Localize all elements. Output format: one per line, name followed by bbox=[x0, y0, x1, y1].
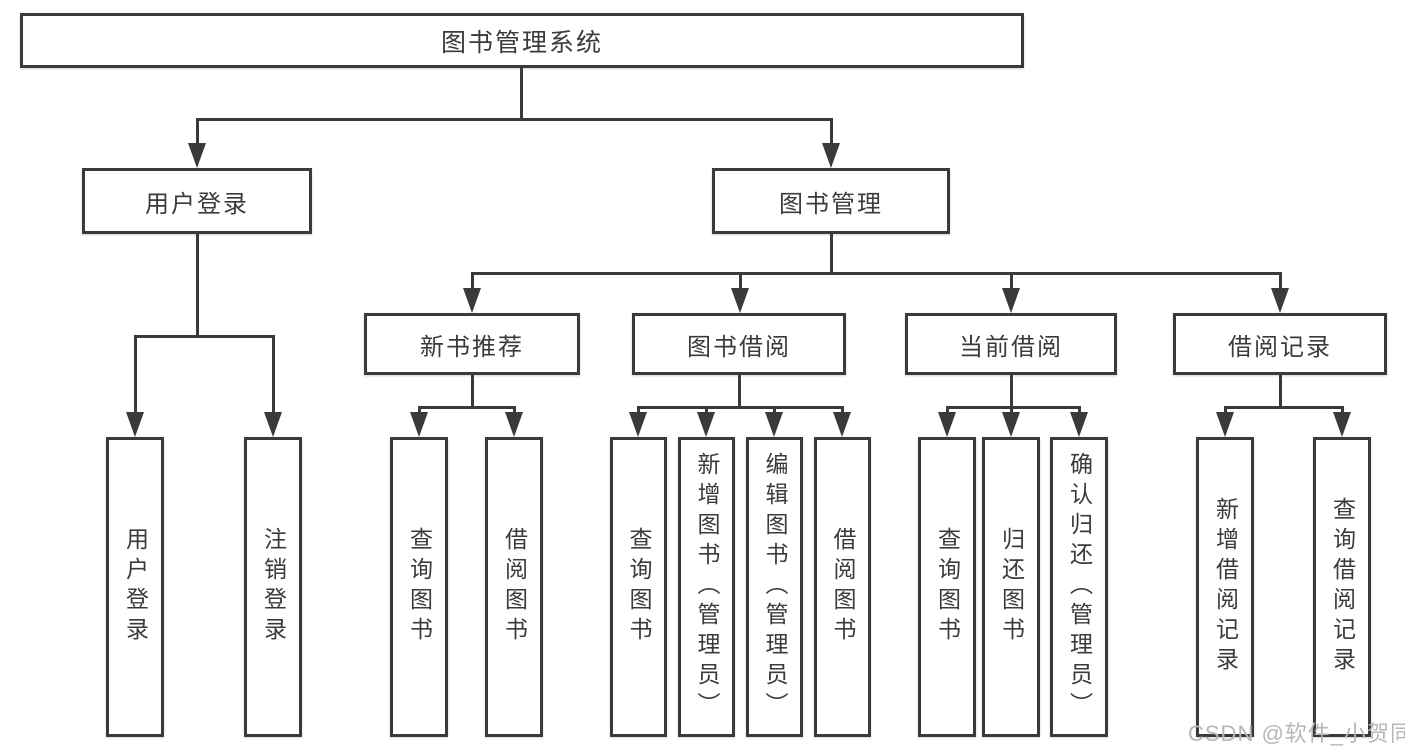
leaf-borrow-edit-books-admin-label: 编辑图书（管理员） bbox=[762, 452, 788, 722]
connector-line bbox=[1078, 406, 1081, 416]
arrowhead-down bbox=[1333, 412, 1351, 437]
leaf-recommend-query-books: 查询图书 bbox=[390, 437, 448, 737]
arrowhead-down bbox=[765, 412, 783, 437]
connector-line bbox=[418, 406, 515, 409]
arrowhead-down bbox=[822, 143, 840, 168]
arrowhead-down bbox=[505, 412, 523, 437]
node-new-book-recommendation: 新书推荐 bbox=[364, 313, 580, 375]
connector-line bbox=[705, 406, 708, 416]
leaf-current-confirm-return-admin: 确认归还（管理员） bbox=[1050, 437, 1108, 737]
connector-line bbox=[1010, 406, 1013, 416]
leaf-logout-login: 注销登录 bbox=[244, 437, 302, 737]
node-root: 图书管理系统 bbox=[20, 13, 1024, 68]
leaf-current-confirm-return-admin-label: 确认归还（管理员） bbox=[1066, 452, 1093, 722]
leaf-logout-login-label: 注销登录 bbox=[260, 527, 287, 647]
connector-line bbox=[830, 118, 833, 146]
connector-line bbox=[272, 335, 275, 415]
arrowhead-down bbox=[410, 412, 428, 437]
connector-line bbox=[841, 406, 844, 416]
leaf-recommend-borrow-books: 借阅图书 bbox=[485, 437, 543, 737]
connector-line bbox=[738, 375, 741, 408]
connector-line bbox=[1279, 375, 1282, 408]
leaf-borrow-borrow-books-label: 借阅图书 bbox=[830, 527, 856, 647]
connector-line bbox=[196, 118, 833, 121]
leaf-borrow-add-books-admin: 新增图书（管理员） bbox=[678, 437, 735, 737]
arrowhead-down bbox=[1070, 412, 1088, 437]
node-borrowing-records: 借阅记录 bbox=[1173, 313, 1387, 375]
arrowhead-down bbox=[1216, 412, 1234, 437]
arrowhead-down bbox=[463, 288, 481, 313]
connector-line bbox=[946, 406, 1080, 409]
connector-line bbox=[1279, 272, 1282, 292]
connector-line bbox=[196, 118, 199, 146]
connector-line bbox=[637, 406, 844, 409]
leaf-records-query-record: 查询借阅记录 bbox=[1313, 437, 1371, 737]
connector-line bbox=[1224, 406, 1343, 409]
node-new-book-recommendation-label: 新书推荐 bbox=[420, 333, 524, 361]
arrowhead-down bbox=[697, 412, 715, 437]
leaf-records-add-record: 新增借阅记录 bbox=[1196, 437, 1254, 737]
connector-line bbox=[134, 335, 274, 338]
arrowhead-down bbox=[629, 412, 647, 437]
node-user-login-label: 用户登录 bbox=[145, 190, 249, 218]
connector-line bbox=[946, 406, 949, 416]
node-current-borrowing: 当前借阅 bbox=[905, 313, 1117, 375]
arrowhead-down bbox=[126, 412, 144, 437]
connector-line bbox=[134, 335, 137, 415]
connector-line bbox=[471, 272, 474, 292]
connector-line bbox=[513, 406, 516, 416]
leaf-recommend-query-books-label: 查询图书 bbox=[406, 527, 433, 647]
leaf-borrow-edit-books-admin: 编辑图书（管理员） bbox=[746, 437, 803, 737]
leaf-borrow-query-books-label: 查询图书 bbox=[626, 527, 652, 647]
leaf-current-query-books: 查询图书 bbox=[918, 437, 976, 737]
connector-line bbox=[739, 272, 742, 292]
leaf-recommend-borrow-books-label: 借阅图书 bbox=[501, 527, 528, 647]
leaf-user-login-label: 用户登录 bbox=[122, 527, 149, 647]
connector-line bbox=[1010, 272, 1013, 292]
connector-line bbox=[1010, 375, 1013, 408]
node-book-management-label: 图书管理 bbox=[779, 190, 883, 218]
connector-line bbox=[196, 234, 199, 337]
connector-line bbox=[471, 375, 474, 408]
node-current-borrowing-label: 当前借阅 bbox=[959, 333, 1063, 361]
arrowhead-down bbox=[938, 412, 956, 437]
node-root-label: 图书管理系统 bbox=[440, 28, 603, 57]
connector-line bbox=[773, 406, 776, 416]
node-book-borrowing: 图书借阅 bbox=[632, 313, 846, 375]
connector-line bbox=[520, 68, 523, 120]
leaf-borrow-add-books-admin-label: 新增图书（管理员） bbox=[694, 452, 720, 722]
node-book-management: 图书管理 bbox=[712, 168, 950, 234]
leaf-user-login: 用户登录 bbox=[106, 437, 164, 737]
connector-line bbox=[830, 234, 833, 275]
leaf-current-return-books: 归还图书 bbox=[982, 437, 1040, 737]
connector-line bbox=[637, 406, 640, 416]
node-borrowing-records-label: 借阅记录 bbox=[1228, 333, 1332, 361]
node-user-login: 用户登录 bbox=[82, 168, 312, 234]
leaf-records-query-record-label: 查询借阅记录 bbox=[1329, 497, 1356, 677]
connector-line bbox=[418, 406, 421, 416]
connector-line bbox=[1224, 406, 1227, 416]
arrowhead-down bbox=[1002, 412, 1020, 437]
arrowhead-down bbox=[188, 143, 206, 168]
connector-line bbox=[1341, 406, 1344, 416]
connector-line bbox=[471, 272, 1281, 275]
arrowhead-down bbox=[1002, 288, 1020, 313]
arrowhead-down bbox=[833, 412, 851, 437]
arrowhead-down bbox=[1271, 288, 1289, 313]
leaf-current-return-books-label: 归还图书 bbox=[998, 527, 1025, 647]
leaf-current-query-books-label: 查询图书 bbox=[934, 527, 961, 647]
arrowhead-down bbox=[731, 288, 749, 313]
leaf-borrow-borrow-books: 借阅图书 bbox=[814, 437, 871, 737]
csdn-watermark: CSDN @软件_小贺同学 bbox=[1188, 721, 1405, 746]
arrowhead-down bbox=[264, 412, 282, 437]
node-book-borrowing-label: 图书借阅 bbox=[687, 333, 791, 361]
leaf-records-add-record-label: 新增借阅记录 bbox=[1212, 497, 1239, 677]
leaf-borrow-query-books: 查询图书 bbox=[610, 437, 667, 737]
